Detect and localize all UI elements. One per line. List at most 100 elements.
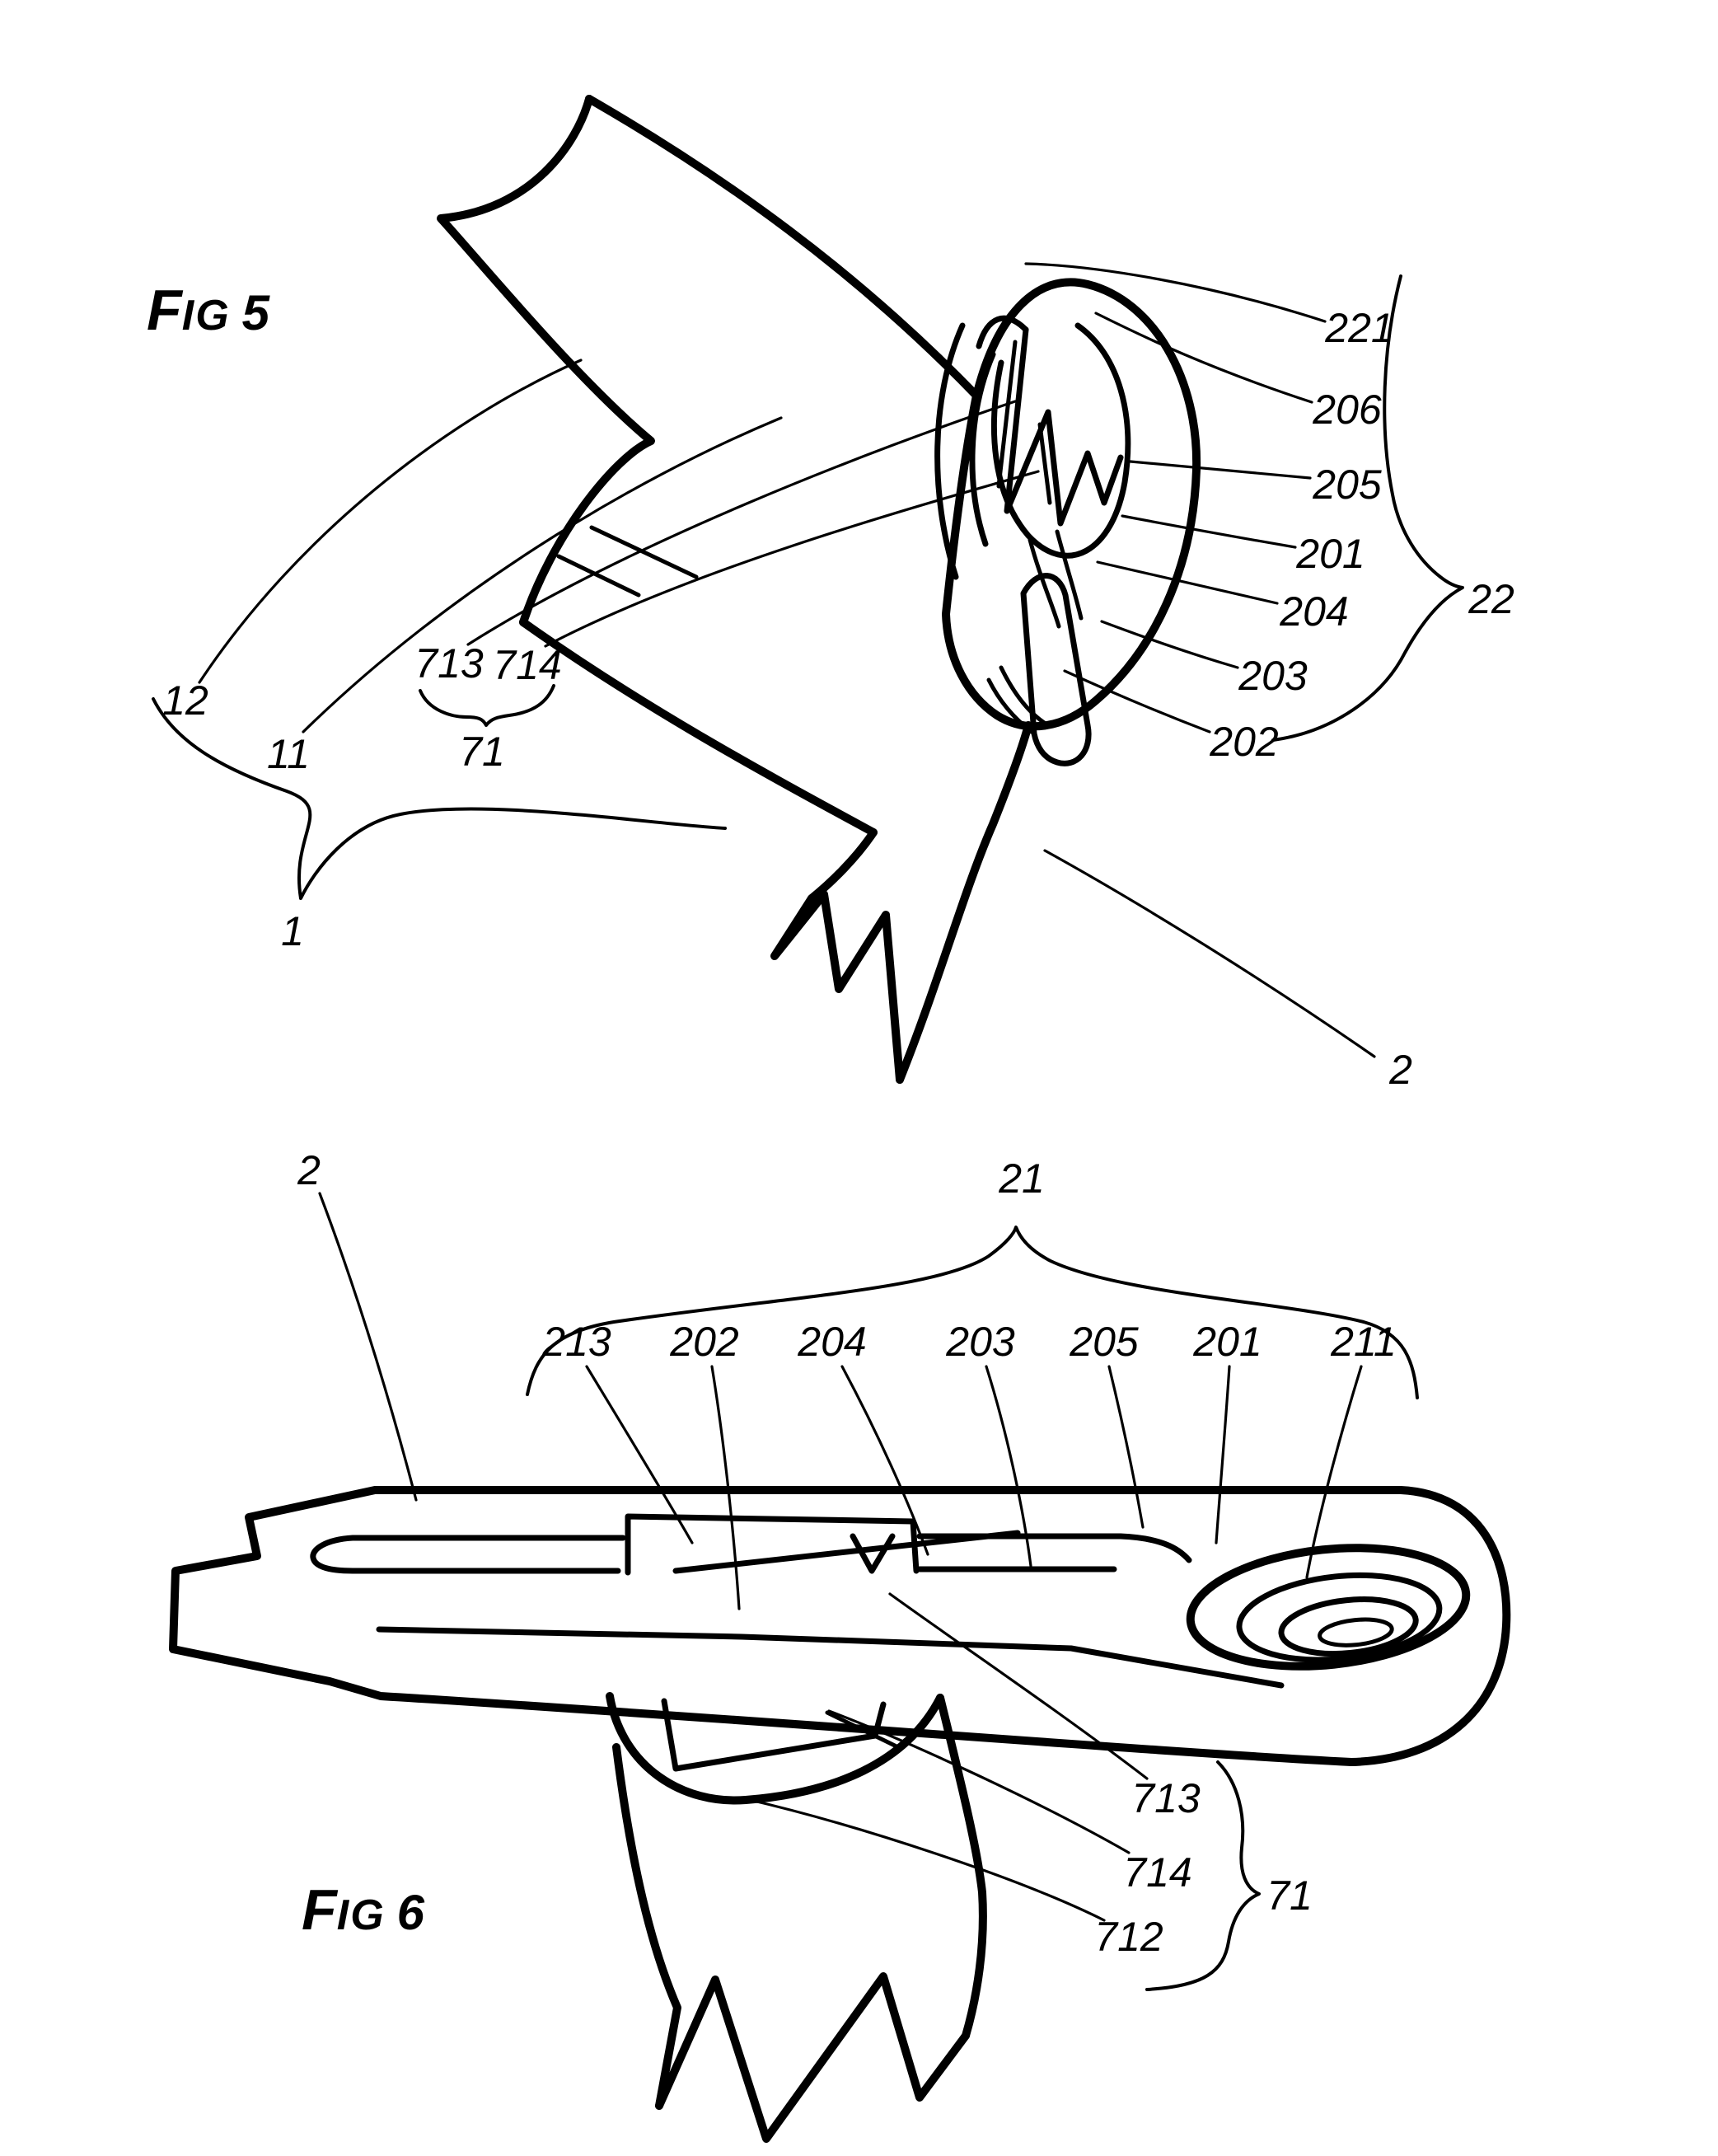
fig5-ref-label-206: 206	[1312, 387, 1382, 433]
fig5-ref-label-22: 22	[1468, 576, 1514, 622]
fig6-eye-ring-outer	[1186, 1544, 1471, 1671]
fig6-leader-204	[840, 1365, 929, 1556]
fig5-thread-channel-line-1	[1028, 537, 1061, 629]
fig5-title-initial: F	[147, 278, 184, 342]
fig6-slot-right-segment	[916, 1533, 1192, 1572]
fig6-leader-205	[1107, 1365, 1145, 1529]
fig6-head-top-face-near-edge	[376, 1626, 1285, 1689]
fig5-ref-label-221: 221	[1324, 305, 1393, 351]
fig5-neck-squiggle-1	[999, 665, 1051, 728]
fig6-brace-71	[1145, 1760, 1261, 1991]
fig5-leader-203	[1100, 620, 1239, 669]
fig6-title-number: 6	[397, 1885, 425, 1940]
fig6-leader-203	[985, 1365, 1032, 1568]
fig5-leader-201	[1121, 514, 1297, 549]
fig6-ref-label-211: 211	[1330, 1319, 1397, 1365]
fig6-leader-714	[827, 1709, 1131, 1854]
fig6-eye-ring-inner	[1318, 1617, 1394, 1647]
fig6-ref-label-713: 713	[1131, 1775, 1201, 1821]
fig6-clamp-notch-in-slot	[850, 1533, 896, 1574]
fig6-ref-label-71: 71	[1266, 1872, 1313, 1919]
fig6-leader-201	[1215, 1365, 1231, 1544]
fig6-title-rest: IG	[337, 1891, 386, 1939]
fig5-leader-12	[198, 359, 583, 684]
fig5-neck-capsule-slot	[1020, 573, 1092, 766]
fig5-blade-shading-stroke-2	[556, 554, 641, 598]
fig6-ref-label-201: 201	[1192, 1319, 1262, 1365]
fig6-brace-21	[526, 1226, 1419, 1399]
fig5-leader-202	[1063, 669, 1211, 734]
fig6-ref-label-204: 204	[797, 1319, 866, 1365]
fig5-thread-clamp-echo-1	[996, 340, 1018, 489]
fig5-leader-221	[1024, 262, 1327, 323]
fig5-lower-body-right-edge	[896, 721, 1032, 1084]
fig5-eye-cavity-edge	[990, 322, 1131, 559]
fig5-leader-204	[1096, 560, 1279, 605]
fig6-ref-label-714: 714	[1123, 1849, 1191, 1896]
fig5-blade-sheet-bottom-edge	[519, 618, 878, 837]
fig5-ref-label-205: 205	[1312, 462, 1382, 508]
fig5-leader-205	[1129, 460, 1312, 480]
fig5-blade-sheet-torn-left-edge	[437, 95, 655, 626]
fig5-thread-clamp-zigzag	[1004, 326, 1124, 527]
fig5-ref-label-204: 204	[1279, 588, 1348, 635]
fig5-needle-head-outline	[942, 278, 1201, 731]
fig5-head-inner-rim-arc-1	[934, 322, 966, 580]
fig6-ref-label-213: 213	[541, 1319, 611, 1365]
fig5-brace-1	[152, 697, 727, 900]
fig6-ref-label-21: 21	[998, 1155, 1045, 1202]
fig5-ref-label-203: 203	[1238, 653, 1308, 699]
fig5-brace-71	[419, 684, 555, 727]
fig6-ref-label-205: 205	[1069, 1319, 1139, 1365]
fig5-lower-body-left-edge	[808, 828, 878, 902]
fig6-clamp-diagonal-in-slot	[672, 1530, 1021, 1574]
fig5-ref-label-202: 202	[1209, 719, 1279, 765]
fig6-leader-2	[318, 1192, 418, 1502]
fig6-clamp-piece-in-shank	[661, 1698, 887, 1772]
fig5-ref-label-714: 714	[493, 642, 561, 688]
fig6-slot-left-segment	[310, 1535, 626, 1574]
fig5-title-number: 5	[242, 285, 271, 340]
fig5-brace-22	[1271, 274, 1464, 742]
fig5-ref-label-201: 201	[1295, 531, 1365, 577]
fig5-leader-714	[544, 470, 1040, 648]
fig5-ref-label-713: 713	[414, 640, 484, 687]
fig6-leader-712	[745, 1797, 1106, 1922]
fig6-eye-rings	[1186, 1544, 1471, 1671]
fig5-blade-shading-stroke-1	[589, 525, 699, 579]
fig6-title-initial: F	[302, 1877, 339, 1942]
fig6-leader-713	[888, 1592, 1149, 1780]
fig5-thread-channel-line-2	[1055, 529, 1084, 621]
fig5-leader-11	[302, 416, 783, 734]
fig5-ref-label-11: 11	[267, 731, 310, 777]
fig6-shank-left-edge	[612, 1743, 681, 2110]
fig5-title-rest: IG	[182, 292, 231, 340]
fig5-ref-label-2: 2	[1388, 1047, 1412, 1093]
fig6-leader-211	[1305, 1365, 1363, 1579]
fig6-eye-ring-2	[1236, 1572, 1443, 1663]
fig6-ref-label-2: 2	[297, 1147, 321, 1193]
fig5-leader-206	[1094, 312, 1313, 404]
fig5-blade-sheet-top-edge	[585, 95, 981, 400]
fig5-ref-label-12: 12	[162, 677, 208, 724]
fig5-head-inner-rim-arc-2	[969, 351, 996, 547]
fig6-clamp-piece-echo	[825, 1710, 901, 1750]
fig5-leader-2	[1043, 849, 1376, 1058]
fig6-ref-label-202: 202	[669, 1319, 739, 1365]
fig6-eye-ring-3	[1278, 1596, 1419, 1657]
fig6-leader-202	[710, 1365, 741, 1610]
fig5-ref-label-71: 71	[459, 729, 505, 775]
fig6-shank-torn-break	[655, 1972, 970, 2143]
fig5-ref-label-1: 1	[281, 908, 304, 954]
fig6-ref-label-203: 203	[945, 1319, 1015, 1365]
fig6-leader-213	[585, 1365, 694, 1544]
fig5-thread-clamp-curl	[976, 315, 1029, 349]
fig5-leader-713	[466, 400, 1017, 646]
fig5-thread-clamp-echo-2	[1037, 422, 1052, 505]
